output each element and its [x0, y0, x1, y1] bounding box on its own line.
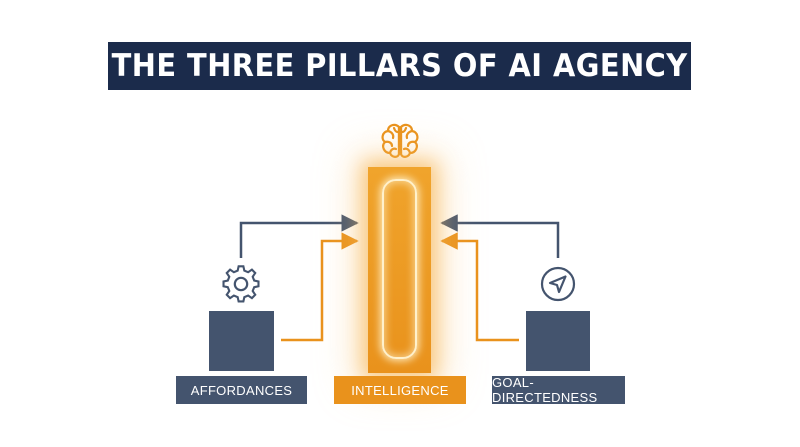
connector-left-top: [239, 214, 359, 258]
navigation-icon: [540, 266, 576, 302]
label-goal-directedness: GOAL-DIRECTEDNESS: [492, 375, 625, 405]
center-pillar-intelligence: [368, 167, 431, 373]
label-affordances: AFFORDANCES: [176, 376, 307, 404]
label-intelligence: INTELLIGENCE: [334, 376, 466, 404]
center-pillar-glow-outline: [382, 179, 417, 359]
gear-icon: [222, 265, 260, 303]
connector-right-bottom: [440, 232, 519, 342]
label-intelligence-text: INTELLIGENCE: [351, 382, 449, 398]
pillar-goal-directedness: [526, 311, 590, 371]
pillar-affordances: [209, 311, 274, 371]
connector-left-bottom: [281, 232, 359, 342]
brain-icon: [381, 123, 419, 158]
diagram-title: THE THREE PILLARS OF AI AGENCY: [111, 48, 688, 84]
title-banner: THE THREE PILLARS OF AI AGENCY: [108, 42, 691, 90]
connector-right-top: [440, 214, 560, 258]
label-goal-directedness-text: GOAL-DIRECTEDNESS: [492, 375, 598, 405]
label-affordances-text: AFFORDANCES: [190, 382, 293, 398]
